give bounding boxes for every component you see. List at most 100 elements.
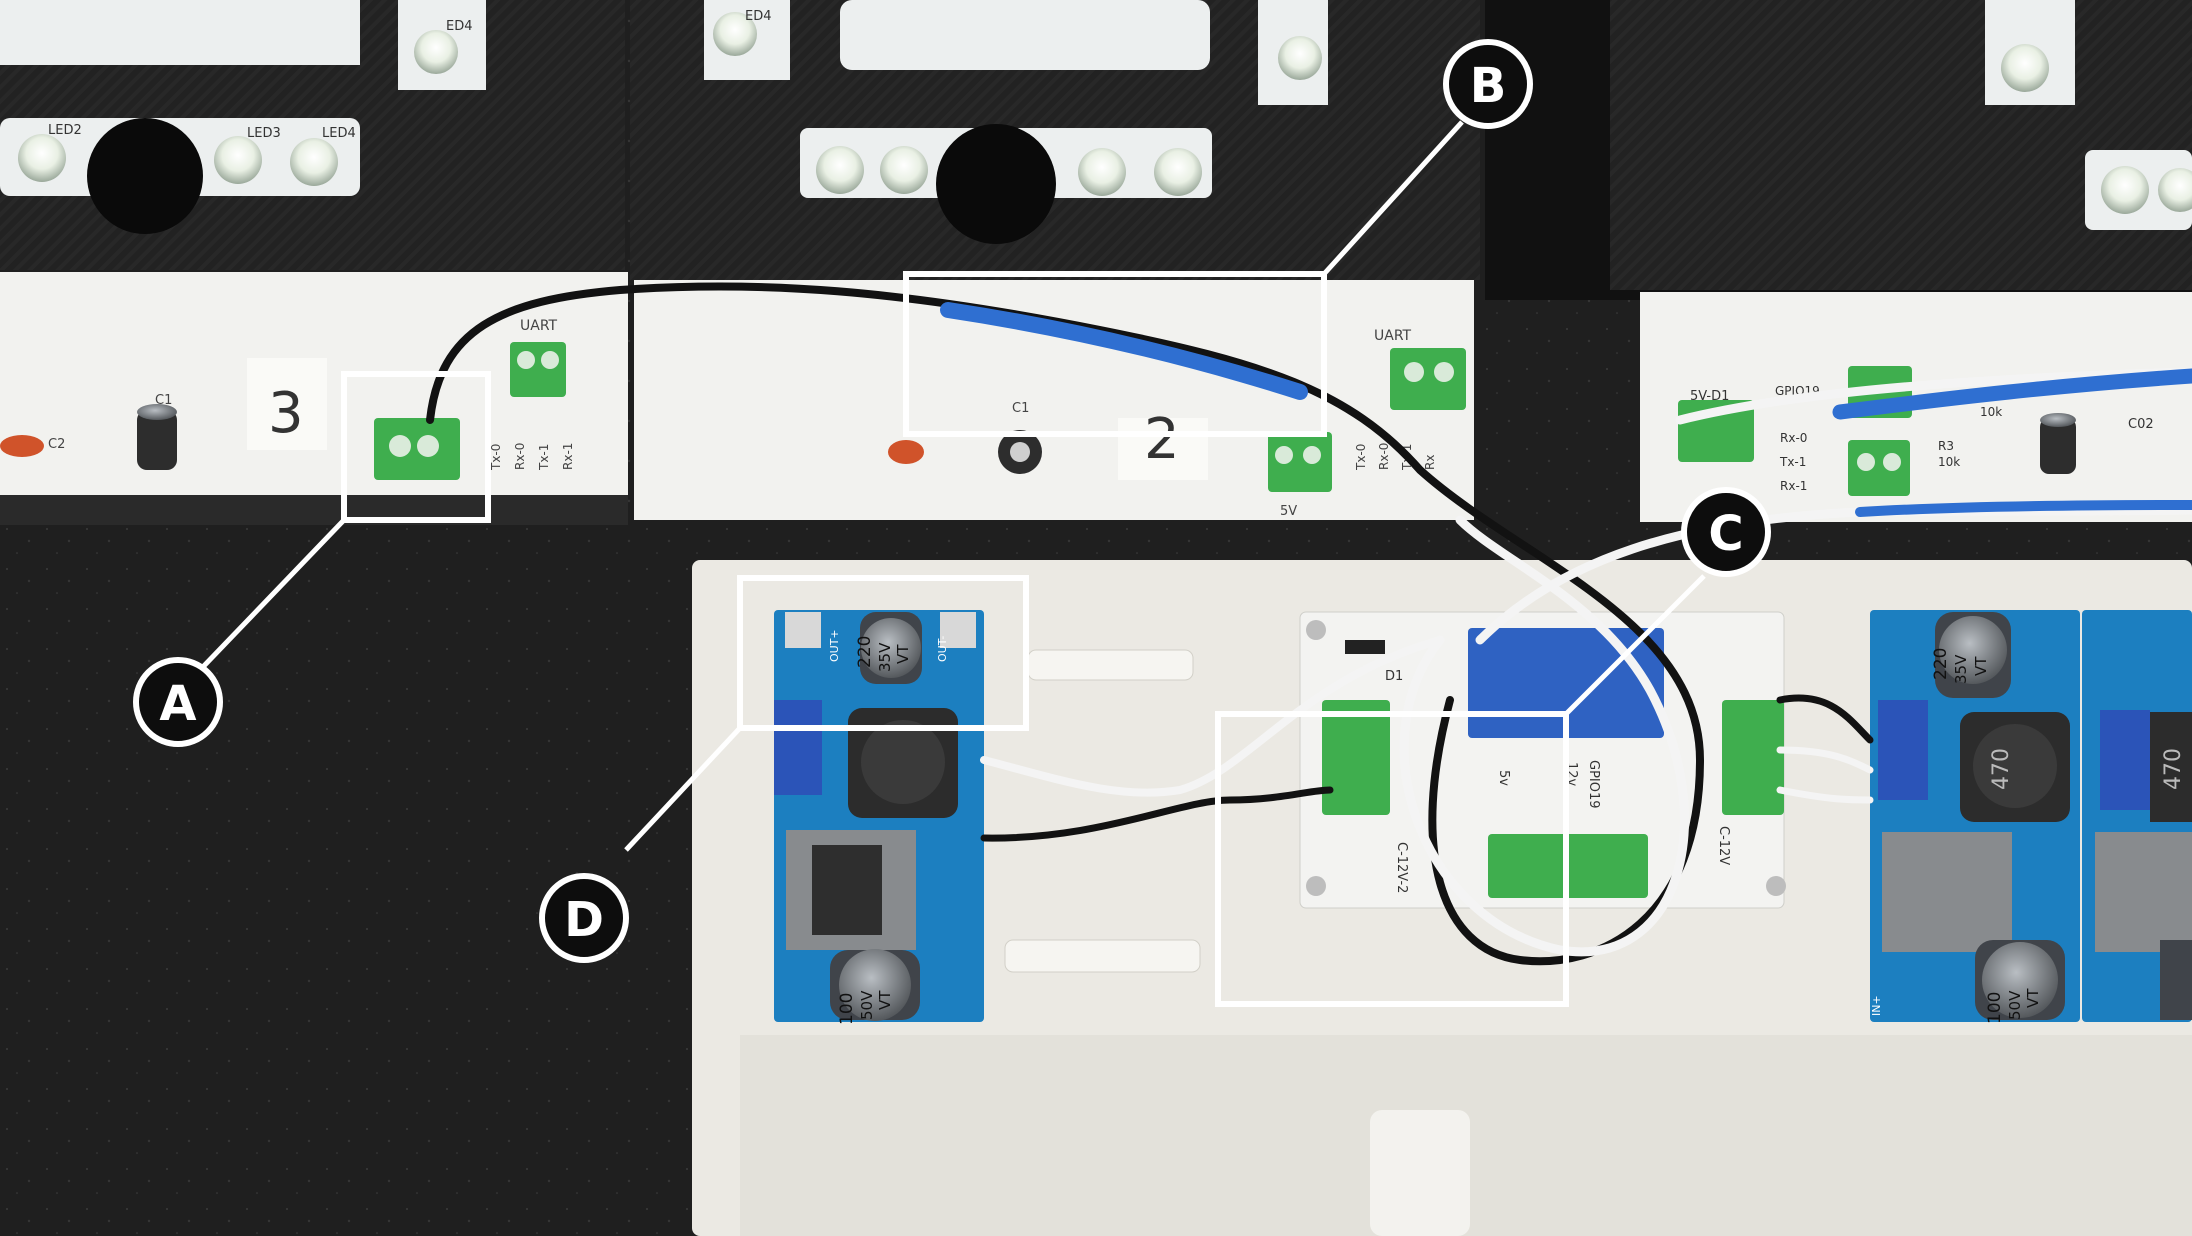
led-panel-right bbox=[1485, 0, 2192, 300]
label-5v: 5V bbox=[1280, 504, 1297, 519]
led bbox=[816, 146, 864, 194]
led bbox=[2001, 44, 2049, 92]
label-c12v: C-12V bbox=[1716, 826, 1731, 865]
pin-label: Rx-0 bbox=[1780, 431, 1807, 445]
led-panel-left: LED2 LED3 LED4 ED4 bbox=[0, 0, 625, 270]
label-uart-left: UART bbox=[520, 318, 558, 334]
led bbox=[880, 146, 928, 194]
pin-label: Tx-1 bbox=[1779, 455, 1806, 469]
led bbox=[290, 138, 338, 186]
cap-value: 100 bbox=[837, 993, 857, 1025]
led bbox=[713, 12, 757, 56]
buck-converter-left: 220 35V VT OUT+ OUT- 100 50V VT bbox=[774, 610, 984, 1025]
label-r3: R3 bbox=[1938, 439, 1954, 453]
led bbox=[2101, 166, 2149, 214]
ceramic-capacitor bbox=[0, 435, 44, 457]
callout-box-c bbox=[1215, 711, 1569, 1007]
inductor-value: 470 bbox=[2161, 748, 2186, 790]
terminal-block bbox=[1322, 700, 1390, 815]
label-out-minus: OUT- bbox=[936, 636, 949, 662]
led bbox=[1078, 148, 1126, 196]
pin-label: Tx-1 bbox=[537, 444, 551, 471]
callout-b: B bbox=[1443, 39, 1533, 129]
label-5v-relay: 5v bbox=[1496, 770, 1511, 786]
callout-a: A bbox=[133, 657, 223, 747]
buck-converter-right-2: 470 bbox=[2082, 610, 2192, 1022]
blue-heatshrink bbox=[1832, 368, 2192, 420]
label-r3-value: 10k bbox=[1938, 455, 1960, 469]
pcb-strip-left: 3 C1 C2 UART Tx-0 Rx-0 Tx-1 Rx-1 bbox=[0, 272, 628, 525]
blue-wire bbox=[1855, 500, 2192, 517]
terminal-block bbox=[1268, 432, 1332, 492]
label-uart-mid: UART bbox=[1374, 328, 1412, 344]
cap-voltage: 35V bbox=[1952, 654, 1970, 684]
label-resistor-value: 10k bbox=[1980, 405, 2002, 419]
led-panel-middle: ED4 bbox=[630, 0, 1480, 280]
terminal-block bbox=[510, 342, 566, 397]
inductor-value: 470 bbox=[1989, 748, 2014, 790]
capacitor bbox=[137, 410, 177, 470]
cap-voltage: 50V bbox=[858, 990, 876, 1020]
leader-b bbox=[1322, 120, 1464, 276]
led bbox=[1278, 36, 1322, 80]
led bbox=[1154, 148, 1202, 196]
pin-label: Rx-0 bbox=[513, 443, 527, 470]
cap-vt: VT bbox=[894, 644, 912, 664]
buck-converter-right-1: 220 35V VT 470 100 50V VT IN+ bbox=[1870, 610, 2080, 1024]
pcb-strip-middle: 2 C1 UART 5V Tx-0 Rx-0 Tx-1 Rx bbox=[634, 280, 1474, 520]
leader-d bbox=[624, 726, 742, 852]
label-c1-mid: C1 bbox=[1012, 401, 1029, 416]
board-number-2: 2 bbox=[1144, 407, 1180, 472]
callout-d: D bbox=[539, 873, 629, 963]
led bbox=[18, 134, 66, 182]
terminal-block bbox=[1390, 348, 1466, 410]
label-out-plus: OUT+ bbox=[828, 629, 841, 662]
cap-vt: VT bbox=[2024, 988, 2042, 1008]
label-c12v-2: C-12V-2 bbox=[1394, 842, 1409, 893]
leader-lines bbox=[198, 120, 1706, 852]
panel-hole bbox=[87, 118, 203, 234]
label-c02: C02 bbox=[2128, 417, 2154, 432]
cap-voltage: 50V bbox=[2006, 990, 2024, 1020]
callout-box-a bbox=[341, 371, 491, 523]
pin-label: Rx bbox=[1423, 455, 1437, 470]
relay bbox=[1468, 628, 1664, 738]
white-wire bbox=[980, 636, 1444, 797]
cap-value: 100 bbox=[1985, 992, 2005, 1024]
black-wire bbox=[1776, 694, 1874, 744]
callout-box-d bbox=[737, 575, 1029, 731]
panel-hole bbox=[936, 124, 1056, 244]
callout-boxes bbox=[341, 271, 1569, 1007]
board-number-card bbox=[247, 358, 327, 450]
terminal-block bbox=[1848, 440, 1910, 496]
label-c2: C2 bbox=[48, 437, 65, 452]
trim-potentiometer bbox=[774, 700, 822, 795]
ceramic-capacitor bbox=[888, 440, 924, 464]
callout-box-b bbox=[903, 271, 1327, 437]
label-in-plus: IN+ bbox=[1870, 995, 1883, 1016]
label-ed4: ED4 bbox=[446, 19, 473, 34]
white-wire bbox=[1399, 515, 1689, 957]
label-ed4: ED4 bbox=[745, 9, 772, 24]
regulator-chip bbox=[1882, 832, 2012, 952]
led bbox=[414, 30, 458, 74]
pin-label: Rx-1 bbox=[561, 443, 575, 470]
leader-c bbox=[1564, 574, 1706, 716]
white-wire bbox=[1776, 746, 1874, 774]
pin-label: Tx-0 bbox=[1354, 444, 1368, 471]
relay-board: D1 C-12V-2 C-12V GPIO19 12v 5v bbox=[1299, 611, 1786, 909]
cap-vt: VT bbox=[1972, 656, 1990, 676]
cap-voltage: 35V bbox=[876, 642, 894, 672]
white-wire bbox=[1675, 367, 2192, 425]
diode bbox=[1345, 640, 1385, 654]
pin-label: Rx-0 bbox=[1377, 443, 1391, 470]
led bbox=[2158, 168, 2192, 212]
cap-vt: VT bbox=[876, 990, 894, 1010]
callout-letter-b: B bbox=[1470, 58, 1507, 114]
leader-a bbox=[198, 518, 346, 672]
pin-label: Tx-0 bbox=[489, 444, 503, 471]
label-gpio19-relay: GPIO19 bbox=[1586, 760, 1601, 809]
terminal-block bbox=[374, 418, 460, 480]
callout-letter-a: A bbox=[159, 676, 196, 732]
led bbox=[214, 136, 262, 184]
